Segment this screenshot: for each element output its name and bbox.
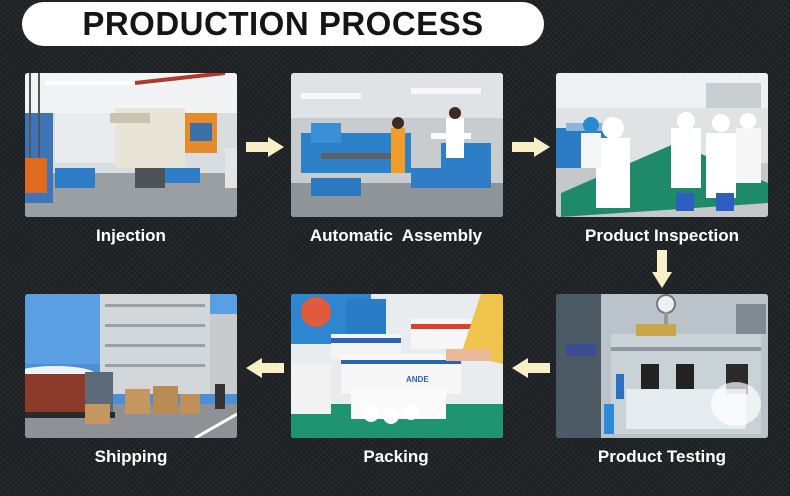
shipping-photo <box>25 294 237 438</box>
title-banner: PRODUCTION PROCESS <box>22 2 544 46</box>
arrow-left-icon <box>246 358 284 378</box>
step-label-packing: Packing <box>363 447 429 466</box>
testing-photo <box>556 294 768 438</box>
packing-photo: ANDE <box>291 294 503 438</box>
arrow-left-icon <box>512 358 550 378</box>
packing-box-brand: ANDE <box>406 375 429 384</box>
arrow-down-icon <box>652 250 672 288</box>
assembly-photo <box>291 73 503 217</box>
step-label-product-inspection: Product Inspection <box>585 226 739 245</box>
step-label-automatic-assembly: Automatic Assembly <box>309 226 483 245</box>
arrow-right-icon <box>246 137 284 157</box>
step-label-shipping: Shipping <box>94 447 168 466</box>
step-label-product-testing: Product Testing <box>597 447 727 466</box>
inspection-photo <box>556 73 768 217</box>
page-title: PRODUCTION PROCESS <box>82 5 484 42</box>
injection-photo <box>25 73 237 217</box>
arrow-right-icon <box>512 137 550 157</box>
step-label-injection: Injection <box>96 226 166 245</box>
